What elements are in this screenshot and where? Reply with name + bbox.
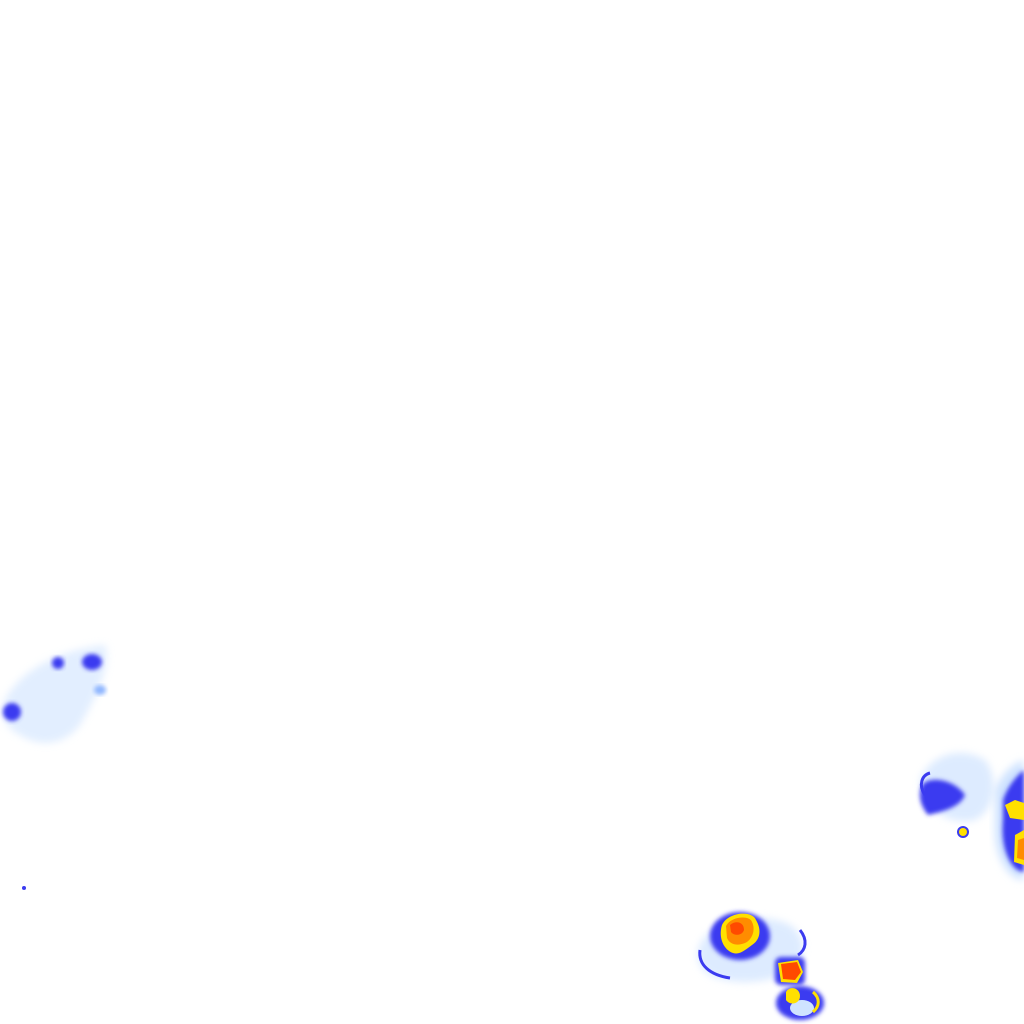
precip-echo: [781, 962, 801, 980]
precip-echo: [920, 779, 965, 815]
precip-echo: [82, 654, 102, 670]
precip-echo: [22, 886, 26, 890]
precip-cluster-south: [697, 912, 824, 1020]
precip-echo: [698, 949, 731, 980]
precip-echo: [790, 1000, 814, 1016]
precip-echo: [1017, 838, 1024, 860]
precip-echo: [52, 657, 64, 669]
precip-echo: [3, 645, 107, 743]
precip-echo: [786, 988, 800, 1004]
precip-echo: [811, 990, 820, 1014]
precip-echo: [919, 771, 931, 796]
precip-cluster-west: [3, 645, 107, 890]
precip-echo: [797, 929, 807, 957]
precip-echo: [730, 922, 744, 935]
precip-cluster-east: [919, 752, 1024, 880]
precip-echo: [959, 828, 967, 836]
precip-echo: [1005, 800, 1024, 820]
precip-echo: [94, 685, 106, 695]
precip-echo: [3, 703, 21, 721]
